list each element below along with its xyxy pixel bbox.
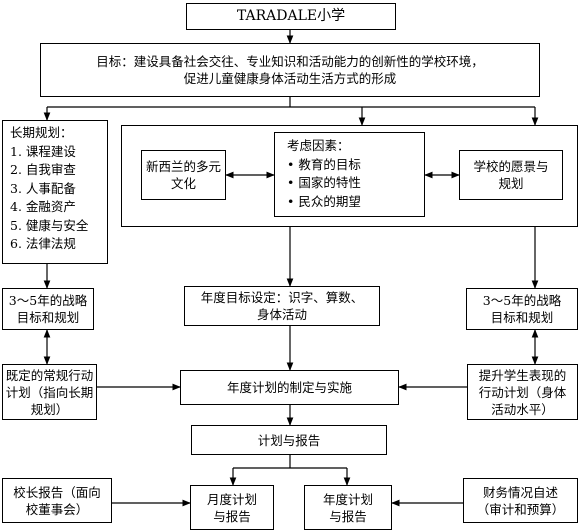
- long-term-item: 4. 金融资产: [10, 199, 76, 214]
- vision-box: 学校的愿景与 规划: [459, 150, 563, 200]
- long-term-heading: 长期规划：: [10, 125, 73, 140]
- plan-report-text: 计划与报告: [257, 432, 321, 448]
- left-plan-line-1: 既定的常规行动: [5, 367, 94, 383]
- left-action-plan-box: 既定的常规行动 计划（指向长期 规划）: [2, 364, 97, 420]
- left-plan-line-3: 规划）: [30, 401, 69, 417]
- long-term-item: 3. 人事配备: [10, 180, 76, 196]
- yearly-line-1: 年度计划: [322, 491, 373, 507]
- principal-report-line-2: 校董事会）: [25, 501, 89, 517]
- factor-item: • 民众的期望: [287, 193, 361, 209]
- monthly-line-2: 与报告: [213, 508, 251, 524]
- long-term-item: 1. 课程建设: [10, 143, 76, 159]
- annual-goal-line-2: 身体活动: [256, 307, 307, 322]
- title-text: TARADALE小学: [236, 8, 346, 24]
- right-plan-line-2: 行动计划（身体: [478, 384, 567, 400]
- title-box: TARADALE小学: [186, 3, 396, 30]
- annual-implementation-box: 年度计划的制定与实施: [180, 370, 399, 405]
- long-term-item: 5. 健康与安全: [10, 217, 89, 233]
- factor-item: • 教育的目标: [287, 156, 361, 172]
- long-term-planning-box: 长期规划： 1. 课程建设 2. 自我审查 3. 人事配备 4. 金融资产 5.…: [2, 120, 108, 264]
- plan-report-box: 计划与报告: [191, 425, 387, 455]
- goal-box: 目标：建设具备社会交往、专业知识和活动能力的创新性的学校环境， 促进儿童健康身体…: [40, 43, 540, 97]
- vision-line-2: 规划: [498, 176, 524, 191]
- nz-culture-line-1: 新西兰的多元: [145, 159, 221, 174]
- finance-line-1: 财务情况自述: [482, 484, 558, 500]
- right-action-plan-box: 提升学生表现的 行动计划（身体 活动水平）: [467, 364, 578, 420]
- long-term-item: 2. 自我审查: [10, 162, 76, 177]
- left-strategy-line-1: 3～5年的战略: [8, 293, 88, 308]
- right-strategy-box: 3～5年的战略 目标和规划: [466, 288, 578, 330]
- monthly-line-1: 月度计划: [206, 491, 257, 507]
- vision-line-1: 学校的愿景与: [473, 159, 549, 174]
- yearly-plan-box: 年度计划 与报告: [304, 485, 392, 530]
- right-plan-line-3: 活动水平）: [491, 401, 554, 417]
- principal-report-line-1: 校长报告（面向: [13, 484, 101, 500]
- factors-list: • 教育的目标 • 国家的特性 • 民众的期望: [287, 156, 424, 212]
- annual-goal-box: 年度目标设定：识字、算数、 身体活动: [184, 286, 380, 326]
- considerations-panel: [121, 125, 578, 227]
- finance-statement-box: 财务情况自述 （审计和预算）: [463, 478, 578, 523]
- left-strategy-line-2: 目标和规划: [16, 310, 80, 325]
- goal-line-2: 促进儿童健康身体活动生活方式的形成: [183, 71, 397, 86]
- right-plan-line-1: 提升学生表现的: [478, 367, 567, 383]
- right-strategy-line-2: 目标和规划: [490, 310, 554, 325]
- long-term-item: 6. 法律法规: [10, 236, 76, 251]
- finance-line-2: （审计和预算）: [476, 501, 565, 517]
- right-strategy-line-1: 3～5年的战略: [482, 293, 562, 308]
- nz-culture-box: 新西兰的多元 文化: [141, 150, 226, 200]
- monthly-plan-box: 月度计划 与报告: [190, 485, 274, 530]
- annual-implementation-text: 年度计划的制定与实施: [226, 380, 352, 395]
- left-strategy-box: 3～5年的战略 目标和规划: [2, 288, 94, 330]
- principal-report-box: 校长报告（面向 校董事会）: [2, 478, 112, 523]
- factors-heading: 考虑因素：: [287, 138, 350, 153]
- factors-box: 考虑因素： • 教育的目标 • 国家的特性 • 民众的期望: [274, 132, 425, 217]
- annual-goal-line-1: 年度目标设定：识字、算数、: [200, 290, 364, 305]
- factor-item: • 国家的特性: [287, 175, 361, 190]
- left-plan-line-2: 计划（指向长期: [5, 384, 94, 400]
- long-term-list: 1. 课程建设 2. 自我审查 3. 人事配备 4. 金融资产 5. 健康与安全…: [10, 143, 107, 254]
- nz-culture-line-2: 文化: [170, 176, 196, 191]
- yearly-line-2: 与报告: [329, 508, 367, 524]
- goal-line-1: 目标：建设具备社会交往、专业知识和活动能力的创新性的学校环境，: [96, 54, 484, 69]
